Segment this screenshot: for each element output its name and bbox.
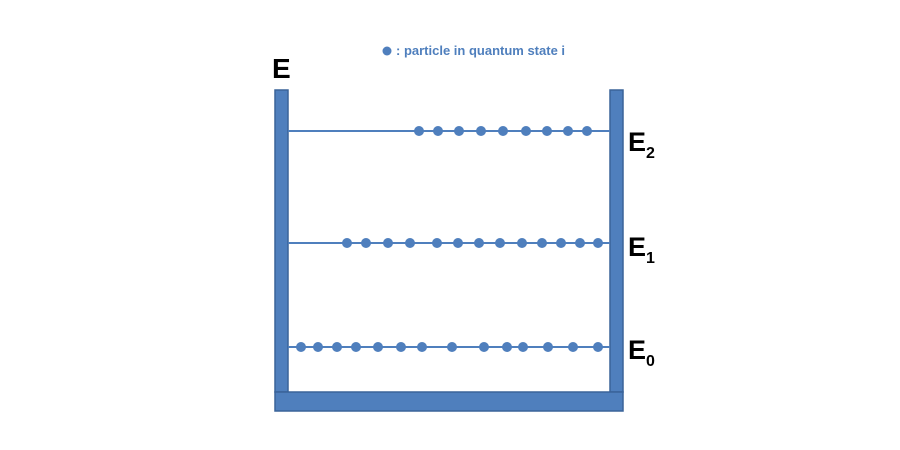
level-particles <box>342 238 603 248</box>
particle <box>414 126 424 136</box>
particle <box>582 126 592 136</box>
particle <box>498 126 508 136</box>
level-symbol: E <box>628 335 646 365</box>
particle <box>351 342 361 352</box>
particle <box>447 342 457 352</box>
energy-level-e1: E1 <box>288 232 655 267</box>
energy-axis-label: E <box>272 53 291 84</box>
level-subscript: 1 <box>646 250 655 267</box>
particle <box>383 238 393 248</box>
particle <box>342 238 352 248</box>
particle <box>556 238 566 248</box>
particle <box>479 342 489 352</box>
particle <box>543 342 553 352</box>
energy-level-e2: E2 <box>288 126 655 162</box>
particle <box>563 126 573 136</box>
particle <box>432 238 442 248</box>
well-floor <box>274 391 624 412</box>
particle <box>502 342 512 352</box>
level-subscript: 0 <box>646 353 655 370</box>
left-wall <box>274 89 289 393</box>
particle <box>537 238 547 248</box>
level-label-e1: E1 <box>628 232 655 267</box>
level-symbol: E <box>628 232 646 262</box>
legend-particle-icon <box>382 46 392 56</box>
level-label-e2: E2 <box>628 127 655 162</box>
energy-level-e0: E0 <box>288 335 655 370</box>
particle <box>517 238 527 248</box>
level-subscript: 2 <box>646 145 655 162</box>
legend-label: : particle in quantum state i <box>396 43 565 58</box>
particle <box>405 238 415 248</box>
particle <box>396 342 406 352</box>
level-label-e0: E0 <box>628 335 655 370</box>
particle <box>474 238 484 248</box>
particle <box>542 126 552 136</box>
particle <box>332 342 342 352</box>
particle <box>476 126 486 136</box>
particle <box>575 238 585 248</box>
level-symbol: E <box>628 127 646 157</box>
particle <box>593 238 603 248</box>
particle <box>568 342 578 352</box>
particle <box>433 126 443 136</box>
level-particles <box>296 342 603 352</box>
particle <box>521 126 531 136</box>
particle <box>495 238 505 248</box>
particle <box>361 238 371 248</box>
particle <box>296 342 306 352</box>
particle <box>313 342 323 352</box>
particle <box>373 342 383 352</box>
level-particles <box>414 126 592 136</box>
particle <box>454 126 464 136</box>
particle <box>417 342 427 352</box>
particle <box>593 342 603 352</box>
particle <box>518 342 528 352</box>
right-wall <box>609 89 624 393</box>
particle <box>453 238 463 248</box>
